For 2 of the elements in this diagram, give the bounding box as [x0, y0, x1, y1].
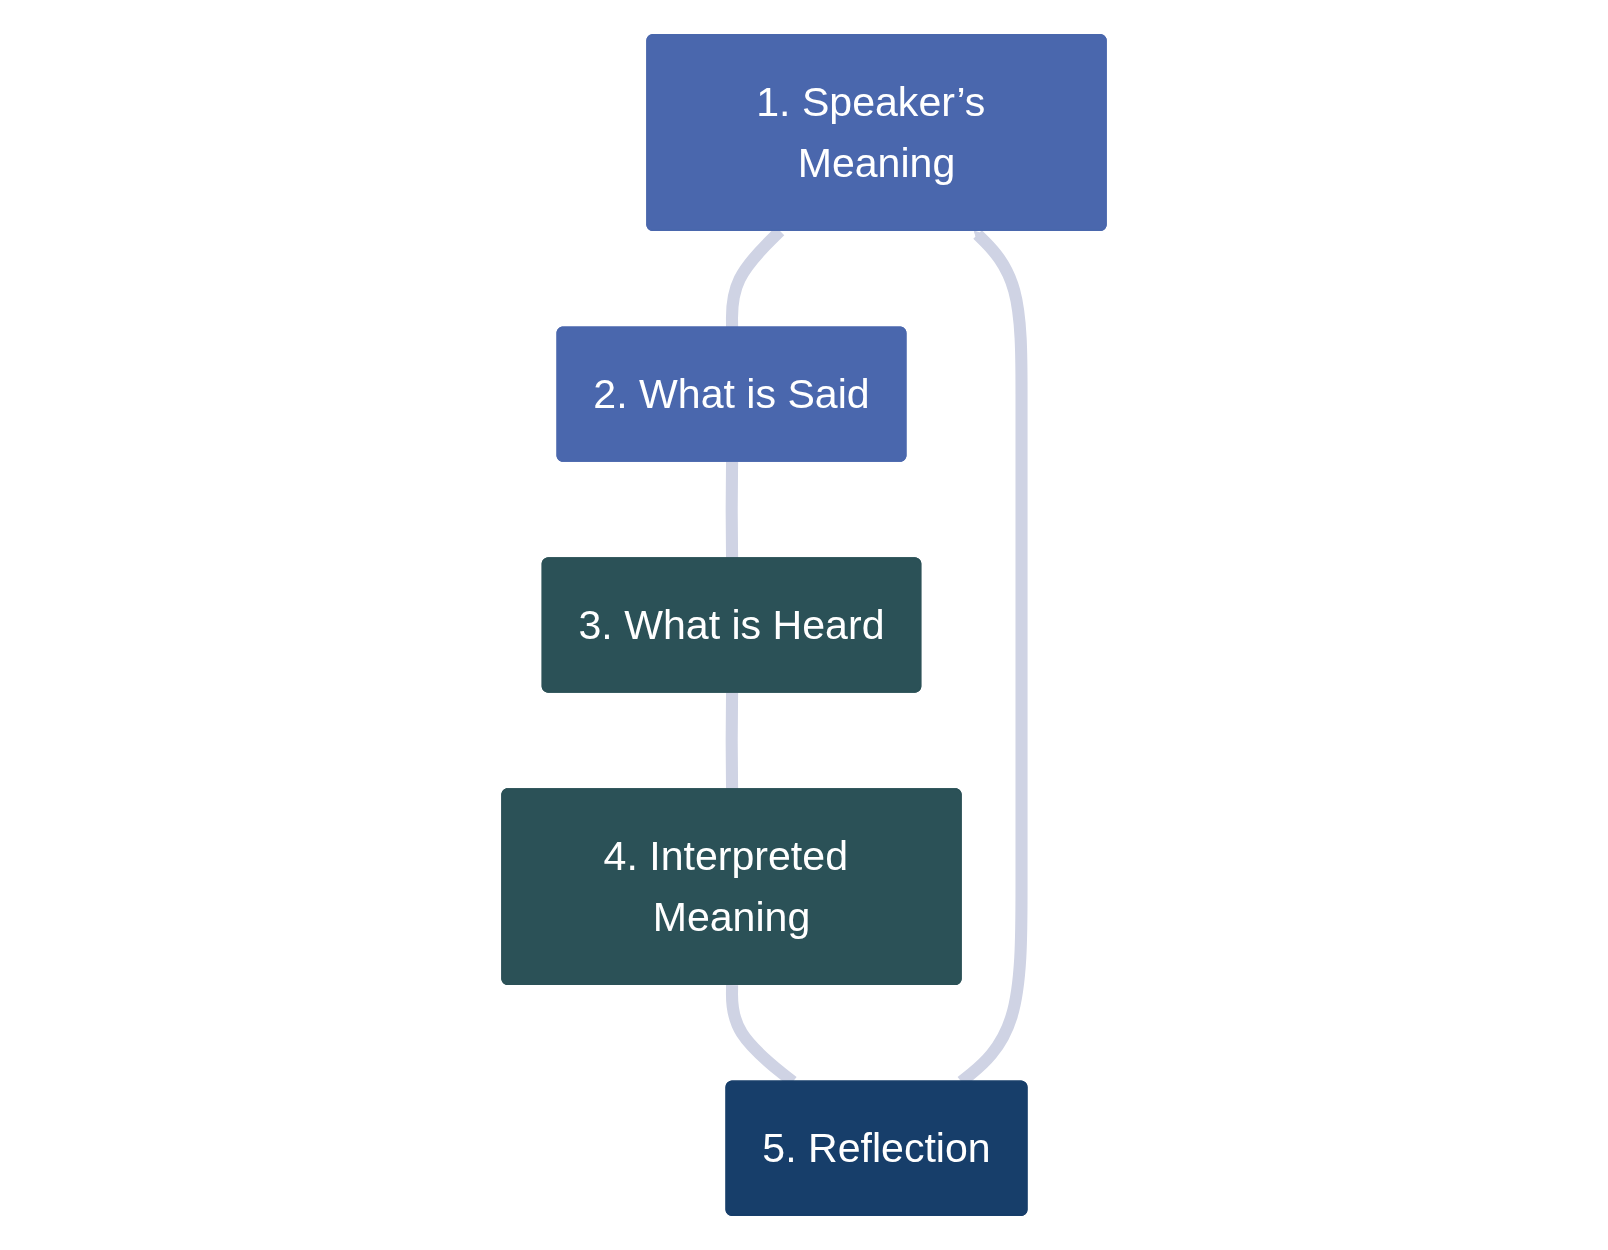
connector — [725, 692, 739, 790]
connector — [725, 461, 739, 559]
